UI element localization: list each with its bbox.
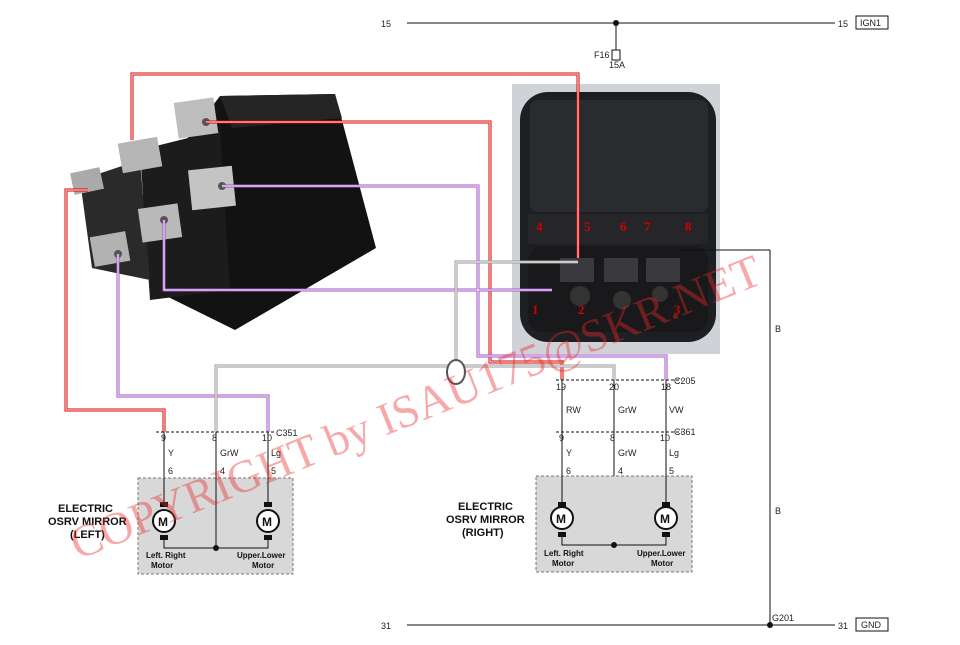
supply-right-number: 15 — [838, 19, 848, 29]
fuse-rating: 15A — [609, 60, 625, 70]
ground-wire-upper: B — [775, 324, 781, 334]
switch-pin-7: 7 — [644, 219, 651, 234]
mirror-right-title-3: (RIGHT) — [462, 527, 504, 539]
c351-name: C351 — [276, 428, 298, 438]
c205-pin-3: 18 — [661, 382, 671, 392]
mirror-right-title-1: ELECTRIC — [458, 501, 513, 513]
right-motor-2-label-b: Motor — [651, 559, 673, 568]
supply-tag: IGN1 — [860, 18, 881, 28]
ign1-supply-line: 15 15 IGN1 F16 15A — [381, 15, 889, 70]
c205-wire-3: VW — [669, 405, 684, 415]
mirror-left-title-1: ELECTRIC — [58, 503, 113, 515]
mirror-right-box: M M Left. Right Motor Upper.Lower Motor — [535, 475, 693, 573]
ground-wire-lower: B — [775, 506, 781, 516]
c351-pin-3: 10 — [262, 433, 272, 443]
fuse-name: F16 — [594, 50, 610, 60]
c205-name: C205 — [674, 376, 696, 386]
left-motor-1-symbol: M — [158, 515, 168, 529]
left-motor-1-icon — [152, 509, 176, 533]
switch-pin-labels: 4 5 6 7 8 1 2 3 — [532, 219, 692, 317]
mirror-left-title-2: OSRV MIRROR — [48, 516, 127, 528]
c205-wire-2: GrW — [618, 405, 637, 415]
c361-pin-3: 10 — [660, 433, 670, 443]
right-motor-1-label-a: Left. Right — [544, 549, 584, 558]
connector-photo — [512, 84, 720, 354]
c361-name: C361 — [674, 427, 696, 437]
left-motor-1-label-a: Left. Right — [146, 551, 186, 560]
c351-subpin-2: 4 — [220, 466, 225, 476]
right-motor-1-label-b: Motor — [552, 559, 574, 568]
c361-subpin-3: 5 — [669, 466, 674, 476]
c361-wire-3: Lg — [669, 448, 679, 458]
c361-subpin-1: 6 — [566, 466, 571, 476]
switch-pin-3: 3 — [674, 302, 681, 317]
ground-right-number: 31 — [838, 621, 848, 631]
ground-point: G201 — [772, 613, 794, 623]
c205-pin-2: 20 — [609, 382, 619, 392]
right-motor-2-label-a: Upper.Lower — [637, 549, 685, 558]
c351-wire-1: Y — [168, 448, 174, 458]
c361-pin-2: 8 — [610, 433, 615, 443]
splice-loop — [446, 359, 466, 385]
switch-pin-6: 6 — [620, 219, 627, 234]
mirror-left-box: M M Left. Right Motor Upper.Lower Motor — [137, 477, 294, 575]
mirror-right-title-2: OSRV MIRROR — [446, 514, 525, 526]
left-motor-2-label-b: Motor — [252, 561, 274, 570]
right-motor-1-symbol: M — [556, 512, 566, 526]
right-motor-2-symbol: M — [660, 512, 670, 526]
supply-left-number: 15 — [381, 19, 391, 29]
c361-pin-1: 9 — [559, 433, 564, 443]
ground-left-number: 31 — [381, 621, 391, 631]
c351-subpin-3: 5 — [271, 466, 276, 476]
c351-pin-1: 9 — [161, 433, 166, 443]
mirror-left-title-3: (LEFT) — [70, 529, 105, 541]
rocker-switch-photo — [70, 94, 376, 330]
switch-pin-5: 5 — [584, 219, 591, 234]
ground-tag: GND — [861, 620, 882, 630]
switch-pin-4: 4 — [536, 219, 543, 234]
left-motor-2-symbol: M — [262, 515, 272, 529]
c361-subpin-2: 4 — [618, 466, 623, 476]
left-motor-2-label-a: Upper.Lower — [237, 551, 285, 560]
switch-pin-1: 1 — [532, 302, 539, 317]
ground-line: B B G201 31 31 GND — [381, 249, 889, 632]
c351-subpin-1: 6 — [168, 466, 173, 476]
c351-pin-2: 8 — [212, 433, 217, 443]
c351-wire-3: Lg — [271, 448, 281, 458]
c351-wire-2: GrW — [220, 448, 239, 458]
c205-pin-1: 19 — [556, 382, 566, 392]
left-motor-1-label-b: Motor — [151, 561, 173, 570]
right-motor-1-icon — [550, 506, 574, 530]
fuse-icon — [611, 49, 621, 61]
right-motor-2-icon — [654, 506, 678, 530]
left-motor-2-icon — [256, 509, 280, 533]
switch-pin-2: 2 — [578, 302, 585, 317]
c361-wire-2: GrW — [618, 448, 637, 458]
switch-pin-8: 8 — [685, 219, 692, 234]
c361-wire-1: Y — [566, 448, 572, 458]
c205-wire-1: RW — [566, 405, 581, 415]
